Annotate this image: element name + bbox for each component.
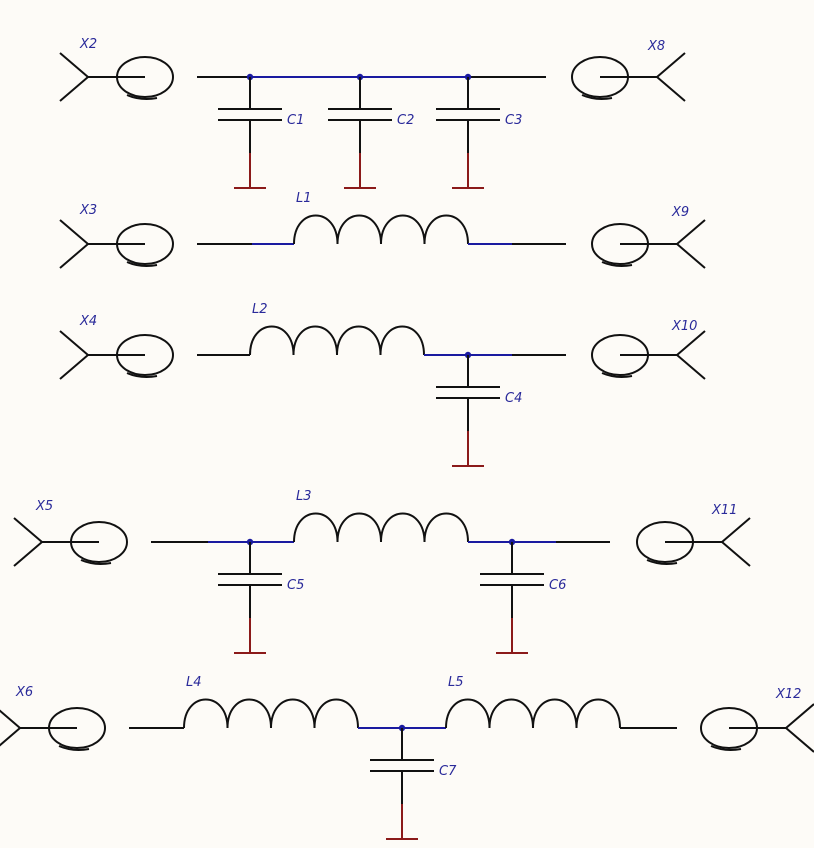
connector-x11 — [636, 517, 751, 567]
inductor-label: L3 — [296, 489, 312, 504]
inductor-coil — [293, 512, 469, 543]
connector-fork-lower — [59, 243, 89, 269]
capacitor-label: C1 — [287, 113, 304, 128]
connector-oval — [571, 56, 629, 98]
connector-oval-hook — [80, 559, 112, 565]
connector-x12 — [700, 703, 814, 753]
capacitor-c4 — [436, 355, 500, 467]
connector-fork-upper — [59, 219, 89, 245]
connector-fork-upper — [785, 703, 814, 729]
capacitor-label: C2 — [397, 113, 414, 128]
connector-fork-upper — [656, 52, 686, 78]
connector-x4 — [59, 330, 174, 380]
capacitor-c5 — [218, 542, 282, 654]
capacitor-c2 — [328, 77, 392, 189]
capacitor-label: C6 — [549, 578, 566, 593]
connector-oval-hook — [581, 94, 613, 100]
connector-oval-hook — [126, 94, 158, 100]
connector-fork-lower — [59, 354, 89, 380]
connector-fork-lower — [59, 76, 89, 102]
connector-oval-hook — [710, 745, 742, 751]
connector-label: X8 — [647, 39, 665, 54]
inductor-l5 — [445, 698, 621, 729]
connector-fork-lower — [785, 727, 814, 753]
connector-x5 — [13, 517, 128, 567]
connector-oval — [116, 56, 174, 98]
connector-oval-hook — [646, 559, 678, 565]
inductor-label: L5 — [448, 675, 464, 690]
connector-label: X4 — [79, 314, 97, 329]
inductor-l3 — [293, 512, 469, 543]
connector-oval-hook — [58, 745, 90, 751]
connector-x2 — [59, 52, 174, 102]
inductor-label: L1 — [296, 191, 312, 206]
connector-x10 — [591, 330, 706, 380]
connector-fork-upper — [59, 52, 89, 78]
connector-label: X12 — [775, 687, 801, 702]
capacitor-label: C5 — [287, 578, 304, 593]
connector-x3 — [59, 219, 174, 269]
connector-label: X6 — [15, 685, 33, 700]
capacitor-label: C3 — [505, 113, 522, 128]
inductor-l2 — [249, 325, 425, 356]
connector-fork-lower — [676, 243, 706, 269]
connector-fork-lower — [656, 76, 686, 102]
connector-oval-hook — [126, 372, 158, 378]
connector-x9 — [591, 219, 706, 269]
capacitor-c6 — [480, 542, 544, 654]
inductor-coil — [293, 214, 469, 245]
connector-fork-lower — [0, 727, 21, 747]
connector-fork-upper — [676, 330, 706, 356]
connector-fork-lower — [721, 541, 751, 567]
connector-label: X10 — [671, 319, 697, 334]
connector-oval — [116, 334, 174, 376]
connector-oval-hook — [126, 261, 158, 267]
connector-fork-upper — [721, 517, 751, 543]
connector-fork-lower — [13, 541, 43, 567]
connector-label: X5 — [35, 499, 53, 514]
connector-oval — [591, 334, 649, 376]
connector-oval — [591, 223, 649, 265]
connector-x8 — [571, 52, 686, 102]
connector-label: X2 — [79, 37, 97, 52]
connector-fork-upper — [676, 219, 706, 245]
inductor-coil — [249, 325, 425, 356]
connector-fork-lower — [676, 354, 706, 380]
connector-label: X9 — [671, 205, 689, 220]
connector-oval — [48, 707, 106, 749]
capacitor-label: C7 — [439, 764, 457, 779]
inductor-label: L4 — [186, 675, 202, 690]
inductor-coil — [183, 698, 359, 729]
connector-fork-upper — [0, 709, 21, 729]
connector-oval — [116, 223, 174, 265]
connector-x6 — [0, 707, 106, 751]
inductor-label: L2 — [252, 302, 268, 317]
connector-oval — [636, 521, 694, 563]
capacitor-label: C4 — [505, 391, 522, 406]
inductor-coil — [445, 698, 621, 729]
connector-label: X3 — [79, 203, 97, 218]
connector-fork-upper — [59, 330, 89, 356]
capacitor-c3 — [436, 77, 500, 189]
connector-oval-hook — [601, 372, 633, 378]
capacitor-c7 — [370, 728, 434, 840]
capacitor-c1 — [218, 77, 282, 189]
connector-label: X11 — [711, 503, 737, 518]
connector-oval — [70, 521, 128, 563]
connector-oval-hook — [601, 261, 633, 267]
connector-fork-upper — [13, 517, 43, 543]
inductor-l1 — [293, 214, 469, 245]
connector-oval — [700, 707, 758, 749]
inductor-l4 — [183, 698, 359, 729]
